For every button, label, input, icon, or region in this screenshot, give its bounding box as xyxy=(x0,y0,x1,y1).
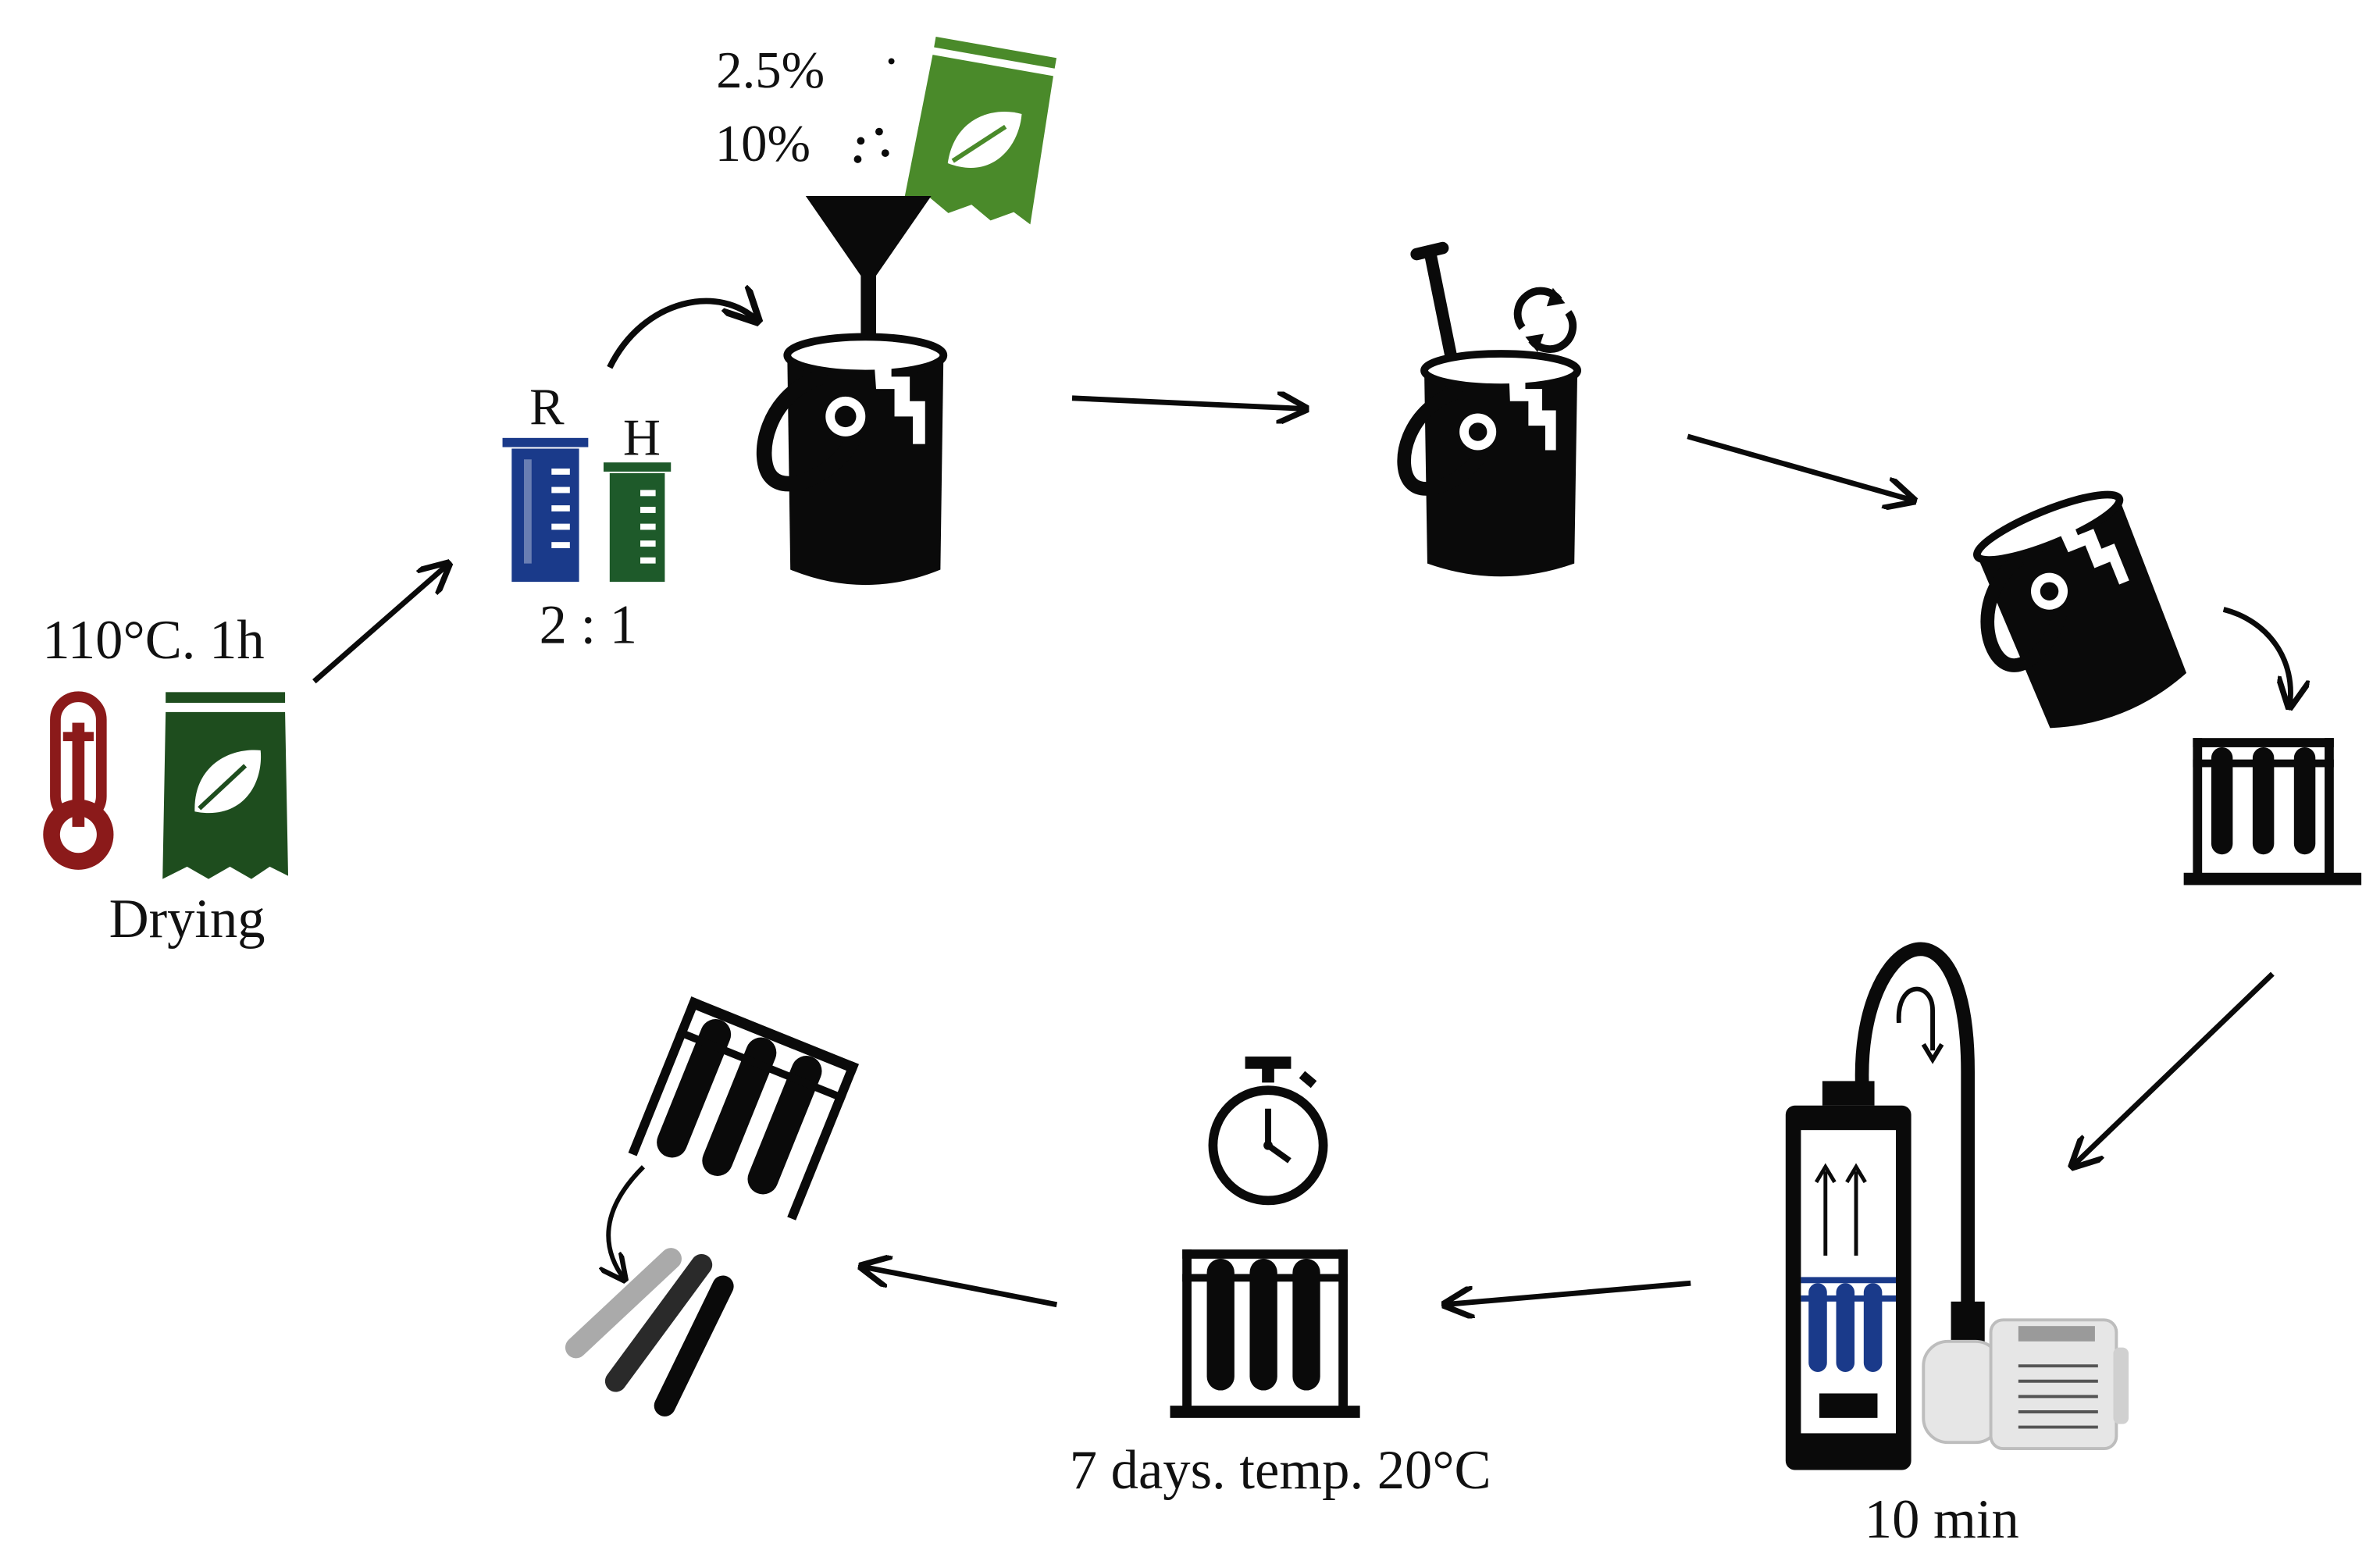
drying-label: Drying xyxy=(109,889,265,950)
arrow-demold xyxy=(608,1165,646,1280)
test-tube-rack-icon xyxy=(2183,738,2362,886)
additive-particles xyxy=(853,58,895,163)
ratio-label: 2 : 1 xyxy=(540,595,637,656)
vacuum-hose xyxy=(1854,942,1975,1320)
bucket-icon xyxy=(756,333,948,586)
curing-label: 7 days. temp. 20°C xyxy=(1070,1440,1491,1501)
additive-low-label: 2.5% xyxy=(716,42,825,99)
curing-step: 7 days. temp. 20°C xyxy=(1070,1057,1491,1501)
vacuum-step: 10 min xyxy=(1785,942,2129,1550)
plant-bag-icon xyxy=(903,36,1057,225)
demolding-step xyxy=(565,996,859,1417)
vacuum-chamber-icon xyxy=(1785,1081,1911,1470)
additive-step: 2.5% 10% xyxy=(715,36,1057,586)
arrow-drying-to-beakers xyxy=(312,564,449,684)
test-tube-rack-icon xyxy=(1170,1249,1360,1418)
additive-high-label: 10% xyxy=(715,116,811,173)
thermometer-icon xyxy=(43,691,114,870)
drying-condition-label: 110°C. 1h xyxy=(42,610,264,671)
arrow-curing-to-demolding xyxy=(860,1267,1058,1308)
rotation-icon xyxy=(1513,287,1577,353)
beakers-step: R H 2 : 1 xyxy=(502,379,672,656)
arrow-vacuum-to-curing xyxy=(1445,1280,1691,1304)
mixing-step xyxy=(1397,241,1582,577)
arrow-mixing-to-pouring xyxy=(1687,433,1914,501)
specimen-bars xyxy=(565,1248,734,1417)
beaker-h-label: H xyxy=(623,409,661,466)
bucket-icon xyxy=(1397,350,1582,577)
vacuum-pump-icon xyxy=(1922,1301,2129,1451)
pouring-step xyxy=(1972,490,2362,886)
beaker-icon xyxy=(603,462,672,583)
demolded-specimens-icon xyxy=(628,996,859,1221)
arrow-pour-into-tubes xyxy=(2222,607,2291,707)
plant-bag-icon xyxy=(162,692,289,879)
bucket-icon xyxy=(1972,490,2187,729)
arrow-tubes-to-vacuum xyxy=(2072,971,2275,1167)
drying-step: 110°C. 1h Drying xyxy=(42,610,289,950)
arrow-beakers-to-bucket xyxy=(607,301,758,369)
beaker-icon xyxy=(502,437,589,583)
vacuum-time-label: 10 min xyxy=(1865,1489,2019,1550)
stopwatch-icon xyxy=(1208,1057,1328,1206)
arrow-bucket-to-mixing xyxy=(1071,398,1306,409)
beaker-r-label: R xyxy=(529,379,565,436)
